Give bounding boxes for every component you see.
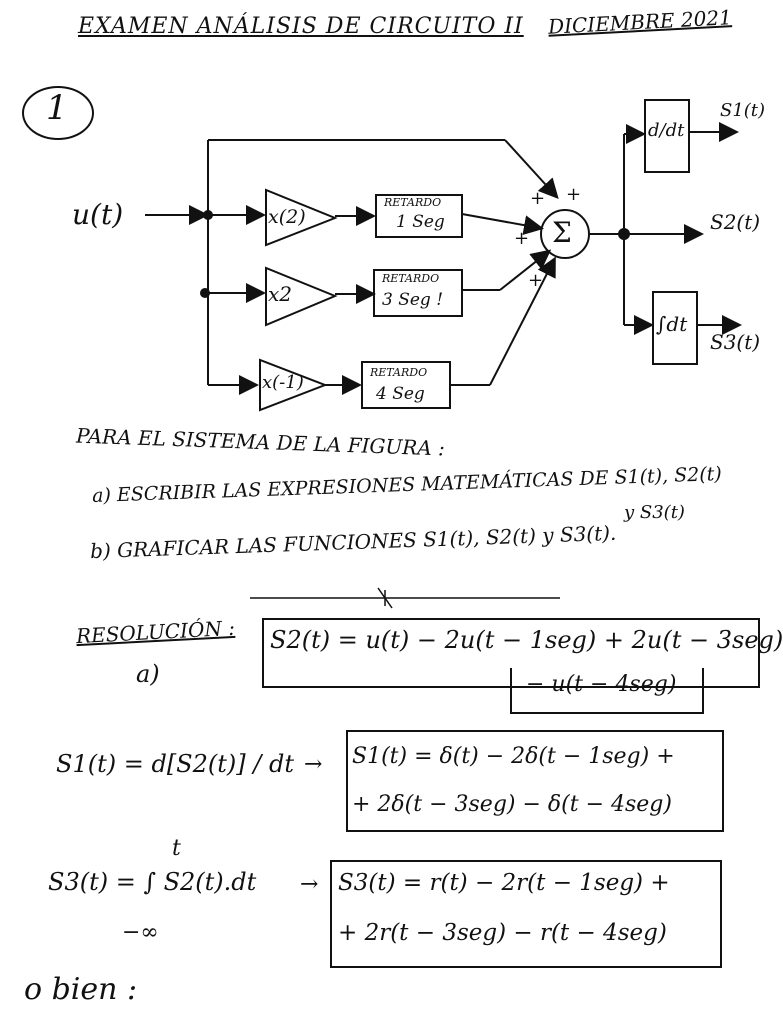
delay1-value: 1 Seg (396, 212, 445, 232)
branch-dot (200, 288, 210, 298)
gain3-label: x(-1) (262, 372, 304, 393)
output-dot (618, 228, 630, 240)
s3-arrow: → (300, 872, 319, 897)
s3-expression-line1: S3(t) = r(t) − 2r(t − 1seg) + (338, 870, 670, 896)
exam-title: EXAMEN ANÁLISIS DE CIRCUITO II (78, 14, 524, 39)
s1-box (346, 730, 724, 832)
output2-label: S2(t) (710, 210, 761, 234)
sum-sign-top-right: + (566, 184, 582, 205)
delay1-title: RETARDO (384, 196, 442, 209)
s2-box-tail (510, 668, 704, 714)
problem-number-circle (22, 86, 94, 140)
question-a-cont: y S3(t) (624, 502, 685, 523)
s3-expression-line2: + 2r(t − 3seg) − r(t − 4seg) (338, 920, 667, 946)
s3-lower-limit: −∞ (122, 920, 159, 945)
solution-part: a) (136, 660, 160, 688)
sum-symbol: Σ (552, 216, 572, 249)
s1-expression-line2: + 2δ(t − 3seg) − δ(t − 4seg) (352, 792, 672, 817)
sum-sign-top-left: + (530, 188, 546, 209)
footer-text: o bien : (24, 972, 138, 1007)
derivative-label: d/dt (648, 120, 685, 141)
s3-definition: S3(t) = ∫ S2(t).dt (48, 868, 257, 896)
s1-arrow: → (304, 752, 323, 777)
s3-upper-limit: t (172, 836, 181, 861)
output1-label: S1(t) (720, 100, 766, 121)
delay3-value: 4 Seg (376, 384, 425, 404)
input-label: u(t) (72, 198, 124, 231)
s2-expression-line1: S2(t) = u(t) − 2u(t − 1seg) + 2u(t − 3se… (270, 626, 783, 654)
delay3-title: RETARDO (370, 366, 428, 379)
s3-box (330, 860, 722, 968)
integral-label: ∫dt (656, 312, 688, 336)
sum-sign-left: + (514, 228, 530, 249)
output3-label: S3(t) (710, 330, 761, 354)
gain2-label: x2 (268, 282, 293, 306)
sum-sign-bottom: + (528, 270, 544, 291)
branch-dot (203, 210, 213, 220)
delay2-value: 3 Seg ! (382, 290, 444, 310)
gain1-label: x(2) (268, 206, 306, 228)
problem-number: 1 (46, 88, 68, 128)
s1-expression-line1: S1(t) = δ(t) − 2δ(t − 1seg) + (352, 744, 675, 769)
s2-expression-line2: − u(t − 4seg) (526, 672, 677, 697)
delay2-title: RETARDO (382, 272, 440, 285)
s1-definition: S1(t) = d[S2(t)] / dt (56, 750, 294, 778)
